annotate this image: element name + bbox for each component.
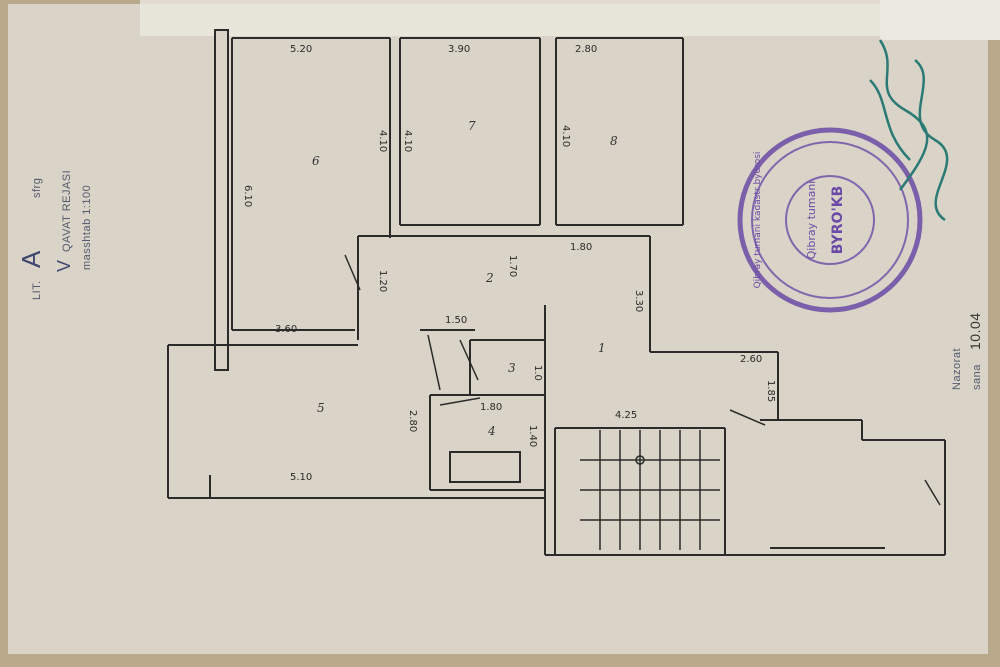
- dim-stair-width: 4.25: [615, 410, 637, 421]
- dim-corridor-width: 1.80: [570, 242, 592, 253]
- dim-hall-height: 1.70: [507, 255, 518, 277]
- staircase: [580, 430, 720, 550]
- room-number-2: 2: [485, 271, 494, 285]
- dim-side-8: 4.10: [560, 125, 571, 147]
- paper-sheet: [8, 4, 988, 654]
- stamp-inner-text: Qibray tumani: [805, 181, 818, 260]
- room-number-8: 8: [610, 134, 618, 148]
- dim-k-width: 1.50: [445, 315, 467, 326]
- control-block: Nazorat sana 10.04: [951, 312, 983, 390]
- dim-room5-width: 5.10: [290, 472, 312, 483]
- floor-number: V: [54, 259, 74, 272]
- dim-bath-height: 1.40: [527, 425, 538, 447]
- dim-room1-height: 3.30: [633, 290, 644, 312]
- lit-value: A: [16, 250, 46, 268]
- sheet-title-block: LIT. A sfrg V QAVAT REJASI masshtab 1:10…: [16, 170, 93, 300]
- room-number-7: 7: [468, 119, 476, 133]
- room-numbers: 6 7 8 2 1 3 4 5: [312, 119, 618, 438]
- dim-hall-width: 1.20: [377, 270, 388, 292]
- dimension-labels: 5.20 3.90 2.80 6.10 4.10 4.10 4.10 1.20 …: [242, 44, 776, 483]
- room-number-5: 5: [317, 401, 325, 415]
- room-number-6: 6: [312, 154, 320, 168]
- stamp-center-text: BYRO'KB: [830, 186, 846, 255]
- dim-top-7: 3.90: [448, 44, 470, 55]
- dim-top-8: 2.80: [575, 44, 597, 55]
- lit-label: LIT.: [31, 280, 43, 300]
- tape-strip-right: [880, 0, 1000, 40]
- dim-room1-side: 1.85: [765, 380, 776, 402]
- control-label: Nazorat: [951, 348, 963, 390]
- dim-side-7: 4.10: [402, 130, 413, 152]
- handwritten-signature: [869, 39, 949, 222]
- scale-label: masshtab 1:100: [81, 185, 93, 270]
- dim-side-6: 6.10: [242, 185, 253, 207]
- floor-label: QAVAT REJASI: [61, 170, 73, 252]
- dim-bottom-6: 3.60: [275, 324, 297, 335]
- official-stamp: Qibray tumani kadastr byurosi Qibray tum…: [737, 127, 923, 313]
- date-value: 10.04: [967, 312, 983, 350]
- room-number-3: 3: [508, 361, 516, 375]
- lit-suffix: sfrg: [31, 178, 43, 198]
- dim-wc-width: 1.0: [532, 365, 543, 381]
- room-number-4: 4: [487, 424, 496, 438]
- dim-side-6b: 4.10: [377, 130, 388, 152]
- date-label: sana: [971, 364, 983, 390]
- dim-room1-width: 2.60: [740, 354, 762, 365]
- dim-top-6: 5.20: [290, 44, 312, 55]
- plan-walls: [167, 29, 946, 556]
- tape-strip: [140, 0, 900, 36]
- stamp-outer-text: Qibray tumani kadastr byurosi: [753, 152, 763, 289]
- doors: [344, 254, 941, 506]
- room-number-1: 1: [598, 341, 606, 355]
- dim-room5-height: 2.80: [407, 410, 418, 432]
- dim-bath-width: 1.80: [480, 402, 502, 413]
